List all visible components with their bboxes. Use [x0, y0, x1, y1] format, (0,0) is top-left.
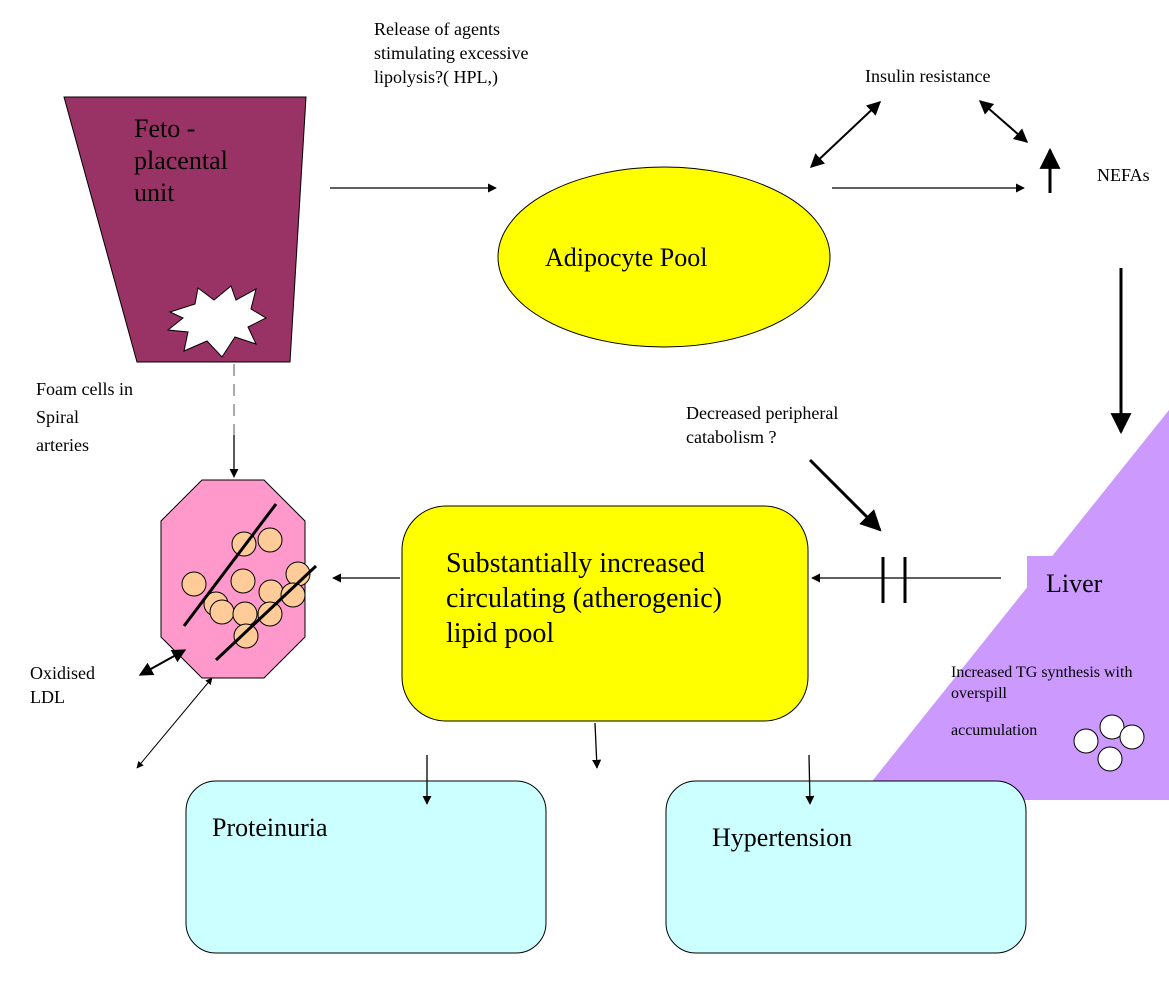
hypertension-box: [665, 780, 1027, 954]
burst-icon: [166, 285, 268, 358]
insulin-resistance-label: Insulin resistance: [865, 66, 991, 86]
proteinuria-box: [185, 780, 547, 954]
feto-placental-label: Feto - placental unit: [134, 114, 228, 207]
arrow-to-hypertension: [805, 754, 815, 805]
arrow-thin-diagonal: [136, 677, 213, 769]
adipocyte-pool-shape: [497, 166, 831, 348]
foam-droplet: [181, 571, 207, 597]
foam-streak: [182, 503, 278, 627]
adipocyte-pool-label: Adipocyte Pool: [545, 243, 708, 272]
lipid-pool-shape: [401, 505, 809, 722]
tg-droplet: [1097, 746, 1123, 772]
tg-droplet: [1119, 724, 1145, 750]
foam-droplet: [209, 599, 235, 625]
foam-droplet: [230, 568, 256, 594]
oxidised-ldl-label: Oxidised LDL: [30, 663, 95, 707]
liver-shape: [857, 410, 1169, 800]
foam-streak: [214, 564, 318, 662]
accumulation-label: accumulation: [951, 722, 1038, 739]
arrow-lipid-pool-down: [592, 722, 602, 769]
arrow-decreased-catabolism: [808, 458, 882, 532]
liver-label: Liver: [1046, 569, 1103, 598]
proteinuria-label: Proteinuria: [212, 813, 328, 842]
nefas-label: NEFAs: [1097, 165, 1150, 185]
tg-droplet: [1073, 728, 1099, 754]
foam-droplet: [257, 527, 283, 553]
tg-droplet: [1099, 714, 1125, 740]
foam-droplet: [257, 601, 283, 627]
tg-synthesis-label: Increased TG synthesis with overspill: [951, 664, 1133, 702]
arrow-insulin-adipocyte: [809, 101, 882, 168]
foam-droplet: [280, 582, 306, 608]
hypertension-label: Hypertension: [712, 823, 853, 852]
foam-droplet: [233, 623, 259, 649]
arrow-oxidised-ldl: [138, 649, 187, 676]
decreased-catabolism-label: Decreased peripheral catabolism ?: [686, 403, 839, 447]
lipid-pool-label: Substantially increased circulating (ath…: [446, 548, 722, 649]
liver-notch: [1027, 556, 1120, 622]
foam-cells-label: Foam cells in Spiral arteries: [36, 379, 133, 455]
arrow-insulin-nefas: [978, 100, 1029, 143]
release-agents-label: Release of agents stimulating excessive …: [374, 19, 529, 87]
foam-droplet: [232, 601, 258, 627]
